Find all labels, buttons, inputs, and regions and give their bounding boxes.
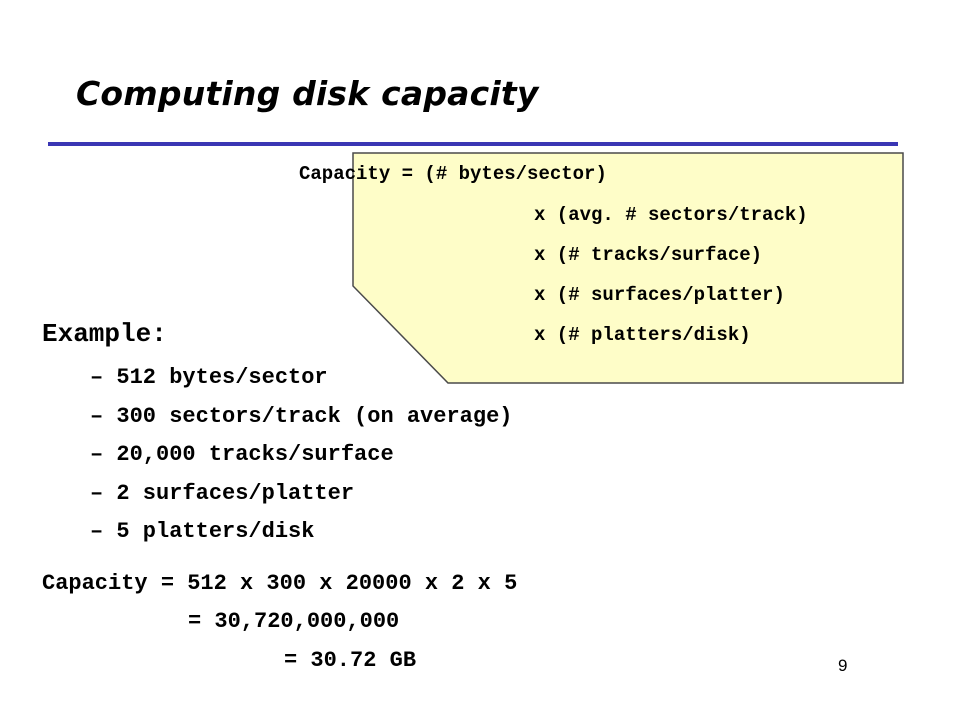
example-list: – 512 bytes/sector – 300 sectors/track (… bbox=[90, 362, 512, 555]
example-item: – 512 bytes/sector bbox=[90, 365, 328, 390]
example-item: – 20,000 tracks/surface bbox=[90, 442, 394, 467]
example-item: – 5 platters/disk bbox=[90, 519, 315, 544]
example-item: – 2 surfaces/platter bbox=[90, 480, 355, 506]
formula-factor: x (# tracks/surface) bbox=[534, 244, 763, 266]
formula-factor: x (# platters/disk) bbox=[534, 324, 751, 346]
formula-factor: x (# surfaces/platter) bbox=[534, 284, 785, 306]
formula-factor: x (avg. # sectors/track) bbox=[534, 204, 808, 226]
example-heading: Example: bbox=[42, 319, 167, 349]
formula-first-line: Capacity = (# bytes/sector) bbox=[299, 163, 607, 185]
page-number: 9 bbox=[838, 656, 848, 675]
calculation-line-2: = 30,720,000,000 bbox=[188, 609, 400, 634]
calculation-line-3: = 30.72 GB bbox=[284, 648, 417, 673]
example-item: – 300 sectors/track (on average) bbox=[90, 403, 513, 429]
slide-title: Computing disk capacity bbox=[76, 74, 539, 113]
title-underline bbox=[48, 142, 898, 146]
formula-callout-box bbox=[352, 152, 904, 384]
calculation-line-1: Capacity = 512 x 300 x 20000 x 2 x 5 bbox=[42, 571, 518, 596]
